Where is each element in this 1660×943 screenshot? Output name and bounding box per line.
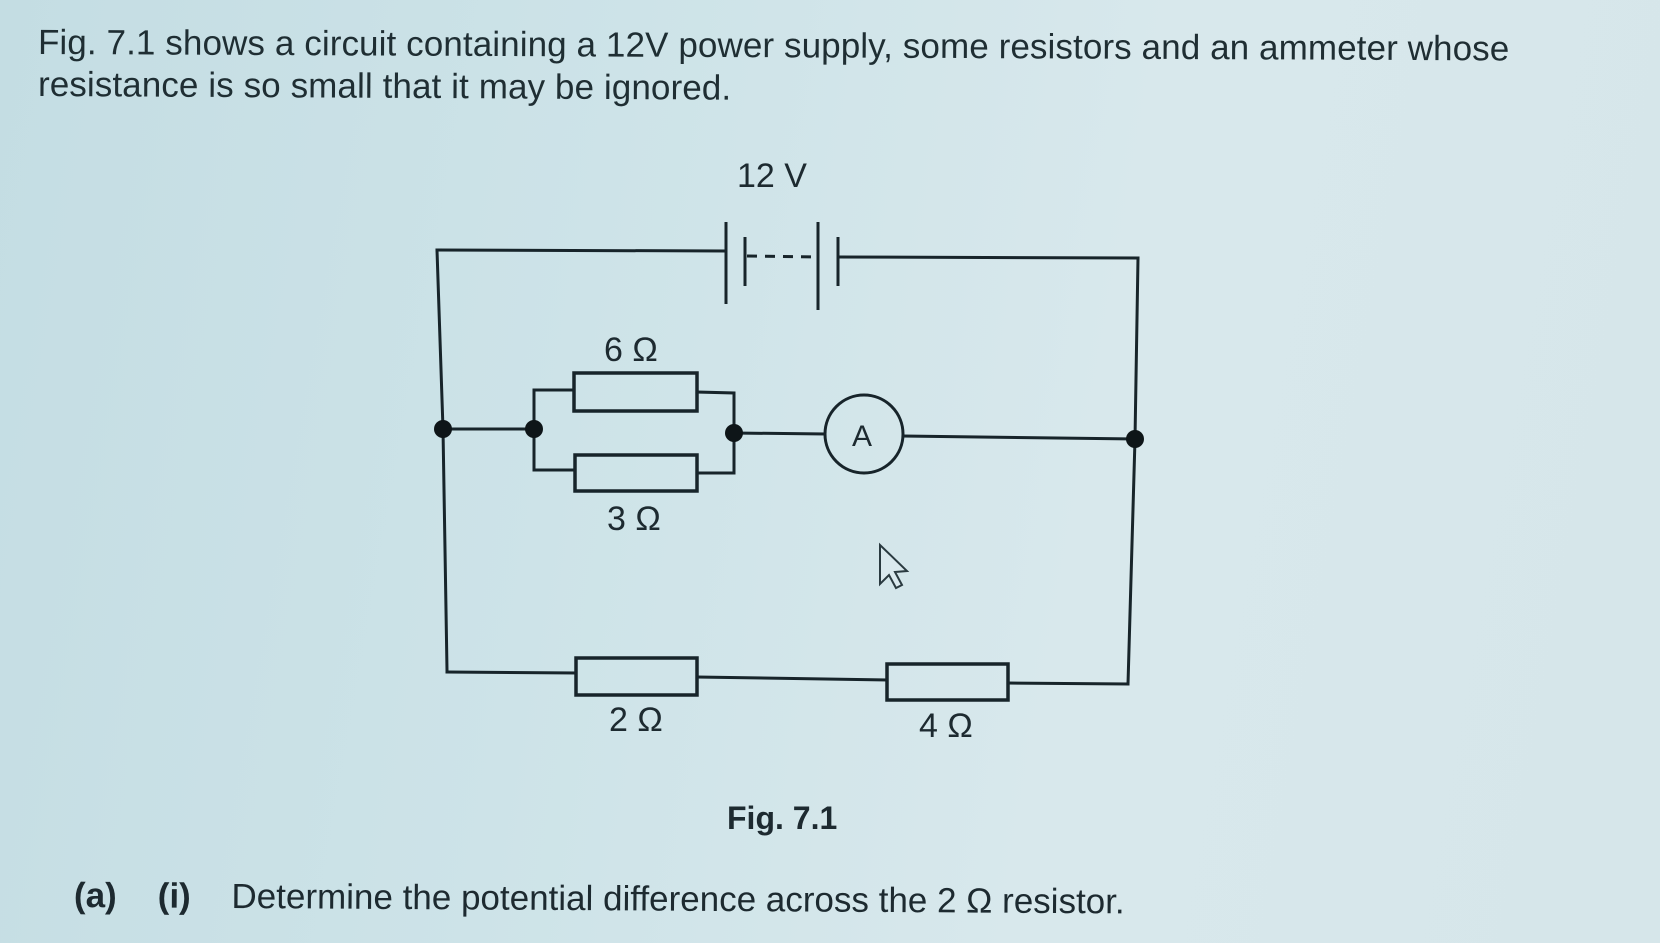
resistor-6-ohm [572,371,699,413]
wire-parallel-left-top [532,388,576,431]
junction-node-parallel-out [725,424,743,442]
wire-parallel-right-top [695,390,736,435]
ammeter-label: A [852,420,872,453]
junction-node-right [1126,430,1144,448]
wire-bottom-middle [695,675,889,682]
resistor-6-ohm-label: 6 Ω [604,331,658,369]
resistor-4-ohm [885,662,1010,702]
figure-caption: Fig. 7.1 [727,800,838,836]
question-subpart-label: (i) [157,876,191,916]
wire-right [1126,256,1140,686]
wire-bottom-right [1006,681,1130,686]
wire-parallel-right-bottom [695,431,736,475]
supply-voltage-label: 12 V [737,157,807,195]
mouse-pointer-icon [879,542,910,590]
wire-bottom-left [445,670,578,675]
question-a-i: (a) (i) Determine the potential differen… [74,876,1125,922]
ammeter-icon: A [823,393,905,475]
wire-parallel-left-bottom [532,427,577,472]
resistor-2-ohm-label: 2 Ω [609,701,663,739]
cells-dashed-link [746,254,819,259]
junction-node-left [434,420,452,438]
question-text: Determine the potential difference acros… [231,876,1125,922]
wire-left [435,248,449,672]
wire-from-ammeter [901,434,1137,441]
resistor-4-ohm-label: 4 Ω [919,707,973,745]
question-part-label: (a) [73,876,117,916]
ammeter-ring [823,393,905,475]
resistor-3-ohm [573,453,699,493]
resistor-2-ohm [574,656,699,697]
resistor-3-ohm-label: 3 Ω [607,500,661,538]
wire-top-right [836,255,1140,260]
wire-top-left [435,248,728,253]
wire-to-ammeter [732,431,827,436]
battery-icon [724,222,840,310]
junction-node-parallel-in [525,420,543,438]
